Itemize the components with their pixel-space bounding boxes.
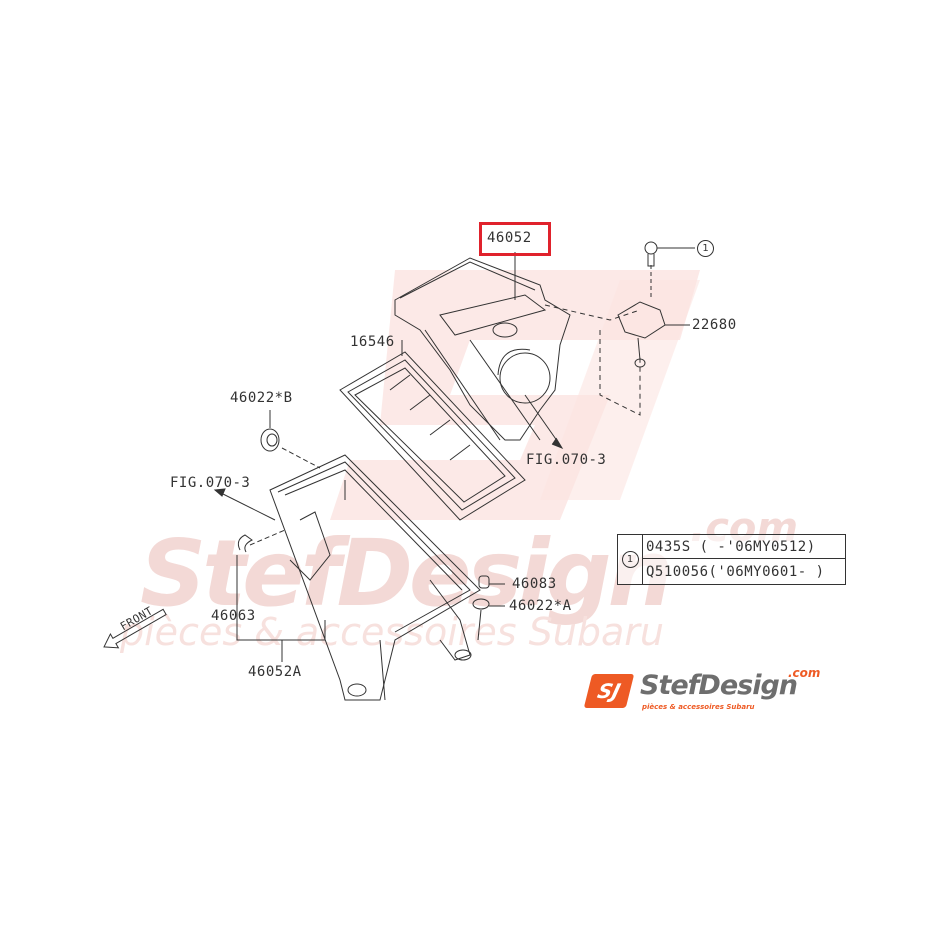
air-box-lower-case <box>269 454 481 701</box>
logo-badge: SJ <box>583 674 635 708</box>
screw-reference-symbol: 1 <box>697 240 714 257</box>
watermark-tagline: pièces & accessoires Subaru <box>120 610 664 654</box>
fig-reference-left[interactable]: FIG.070-3 <box>170 475 251 491</box>
air-filter-element <box>339 340 526 521</box>
logo-name: StefDesign <box>640 670 798 701</box>
part-label-46052[interactable]: 46052 <box>487 230 532 246</box>
part-label-46052a[interactable]: 46052A <box>248 664 302 680</box>
logo-dotcom: .com <box>788 666 821 680</box>
stefdesign-logo: SJ StefDesign .com pièces & accessoires … <box>583 666 844 718</box>
part-label-22680[interactable]: 22680 <box>692 317 737 333</box>
part-label-46063[interactable]: 46063 <box>211 608 256 624</box>
part-label-16546[interactable]: 16546 <box>350 334 395 350</box>
legend-row-0435s: 0435S ( -'06MY0512) <box>643 535 845 559</box>
part-label-46022b[interactable]: 46022*B <box>230 390 293 406</box>
watermark-main-text: StefDesign <box>140 520 673 627</box>
legend-reference-symbol: 1 <box>621 551 639 568</box>
part-label-46083[interactable]: 46083 <box>512 576 557 592</box>
front-direction-arrow <box>103 608 167 649</box>
fastener-legend-table: 1 0435S ( -'06MY0512) Q510056('06MY0601-… <box>617 534 846 585</box>
fig-reference-upper[interactable]: FIG.070-3 <box>526 452 607 468</box>
legend-row-q510056: Q510056('06MY0601- ) <box>646 564 825 580</box>
part-label-46022a[interactable]: 46022*A <box>509 598 572 614</box>
air-box-upper-cover <box>394 252 571 450</box>
logo-tagline: pièces & accessoires Subaru <box>642 703 755 711</box>
highlighted-part-box[interactable] <box>479 222 551 256</box>
